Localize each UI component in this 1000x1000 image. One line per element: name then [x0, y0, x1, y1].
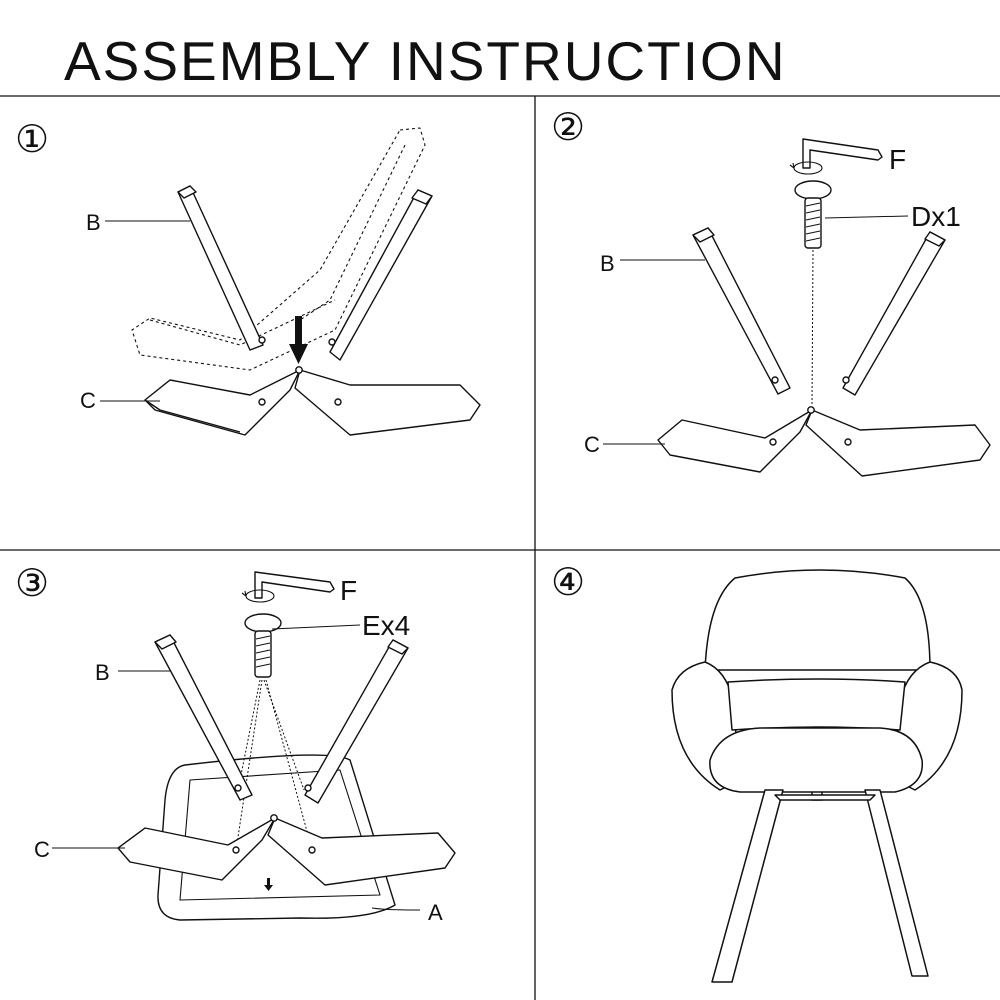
leg-b-pair: [177, 185, 433, 361]
label-c: C: [80, 388, 96, 413]
chair-icon: [671, 569, 963, 983]
step-2-panel: [603, 138, 991, 477]
rotate-arrow-icon: [789, 161, 823, 175]
label-b: B: [600, 251, 615, 276]
label-seat-a: A: [428, 900, 443, 925]
leg-c-pair: [144, 369, 481, 436]
step-4-number: ④: [551, 562, 585, 604]
step-2-number: ②: [551, 107, 585, 149]
leg-c-pair: [117, 817, 456, 886]
leg-bolt-holes: [232, 784, 316, 854]
label-tool-f: F: [340, 575, 357, 606]
seat-frame-outline: [131, 127, 426, 371]
panel-grid: [0, 95, 1000, 1000]
step-1-panel: [100, 127, 481, 436]
allen-key-icon: [802, 138, 883, 169]
label-b: B: [86, 210, 101, 235]
leg-bolt-holes: [258, 336, 342, 406]
allen-key-icon: [254, 571, 335, 599]
down-arrow-icon: [289, 316, 308, 364]
leg-c-pair: [657, 409, 991, 477]
step-1-number: ①: [15, 119, 49, 161]
label-bolt-d: Dx1: [911, 201, 961, 232]
page-title: ASSEMBLY INSTRUCTION: [64, 30, 787, 92]
bolt-icon: [794, 180, 832, 249]
step-3-panel: [52, 571, 456, 921]
label-c: C: [34, 837, 50, 862]
label-tool-f: F: [889, 144, 906, 175]
label-bolt-e: Ex4: [362, 610, 410, 641]
leg-bolt-holes: [769, 376, 852, 446]
down-arrow-icon: [264, 878, 273, 891]
label-c: C: [584, 432, 600, 457]
label-b: B: [95, 660, 110, 685]
leg-b-pair: [692, 227, 946, 396]
bolt-icon: [244, 613, 282, 678]
rotate-arrow-icon: [241, 589, 275, 603]
leg-b-pair: [154, 634, 409, 804]
step-3-number: ③: [15, 563, 49, 605]
